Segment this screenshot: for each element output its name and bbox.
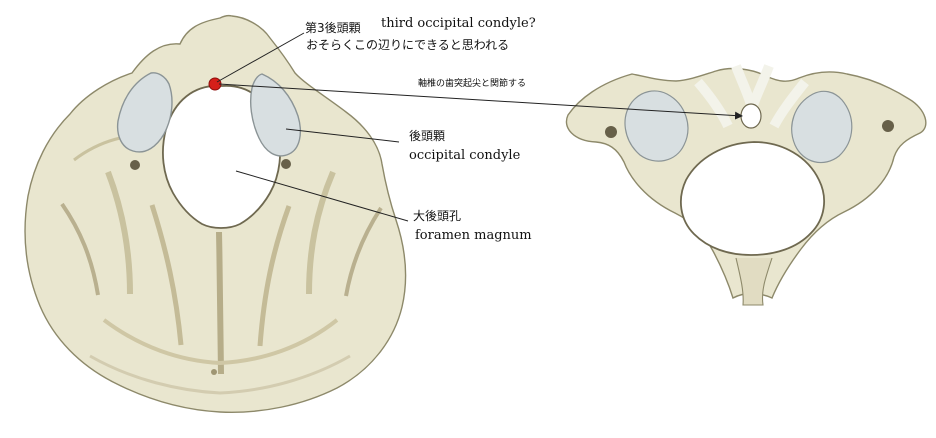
dens-articulation-note: 軸椎の歯突起尖と関節する xyxy=(418,79,527,89)
third-condyle-label-jp: 第3後頭顆 xyxy=(305,21,361,35)
foramen-magnum-pointer-line xyxy=(235,170,409,222)
third-condyle-label-en: third occipital condyle? xyxy=(381,16,536,31)
occipital-condyle-pointer-line xyxy=(285,128,400,143)
left-occipital-condyle xyxy=(116,72,173,153)
atlas-vertebra xyxy=(565,64,927,306)
occipital-condyles xyxy=(116,72,301,157)
foramen-magnum-label-jp: 大後頭孔 xyxy=(413,209,462,223)
third-condyle-note: おそらくこの辺りにできると思われる xyxy=(306,38,510,52)
occipital-condyle-label-jp: 後頭顆 xyxy=(409,129,446,143)
articulation-arrow xyxy=(218,83,743,120)
foramen-magnum-label-en: foramen magnum xyxy=(415,228,532,243)
third-condyle-pointer-line xyxy=(216,32,305,83)
occipital-condyle-label-en: occipital condyle xyxy=(409,148,521,163)
